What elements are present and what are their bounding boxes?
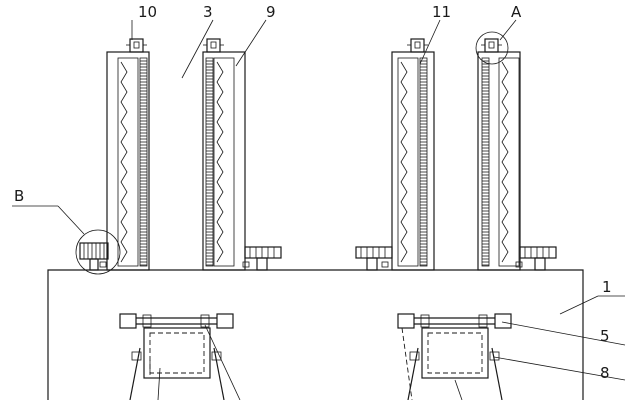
label-1: 1 <box>602 278 612 296</box>
rack-2 <box>205 57 214 267</box>
spring-1 <box>120 61 128 263</box>
rack-3 <box>419 57 428 267</box>
top-cap-3 <box>407 38 428 53</box>
gear-assembly-left-1 <box>79 242 109 271</box>
detail-circle-a <box>475 31 509 65</box>
rack-1 <box>139 57 148 267</box>
gear-assembly-left-2 <box>355 246 393 271</box>
detail-circle-b <box>75 229 121 275</box>
top-cap-4 <box>481 38 502 53</box>
rack-4 <box>481 57 490 267</box>
spring-3 <box>400 61 408 263</box>
lower-assembly-left <box>119 313 234 400</box>
base-housing <box>47 269 584 400</box>
label-B: B <box>14 187 24 205</box>
gear-assembly-right-2 <box>515 246 557 271</box>
column-3 <box>391 51 435 271</box>
column-1 <box>106 51 150 271</box>
column-4 <box>477 51 521 271</box>
label-11: 11 <box>432 3 451 21</box>
label-5: 5 <box>600 327 610 345</box>
label-8: 8 <box>600 364 610 382</box>
label-9: 9 <box>266 3 276 21</box>
gear-assembly-right-1 <box>242 246 282 271</box>
spring-2 <box>216 61 224 263</box>
top-cap-2 <box>203 38 224 53</box>
spring-4 <box>501 61 509 263</box>
column-2 <box>202 51 246 271</box>
label-A: A <box>511 3 522 21</box>
top-cap-1 <box>126 38 147 53</box>
label-3: 3 <box>203 3 213 21</box>
leader-lines <box>12 19 626 400</box>
label-10: 10 <box>138 3 157 21</box>
lower-assembly-right <box>397 313 512 400</box>
